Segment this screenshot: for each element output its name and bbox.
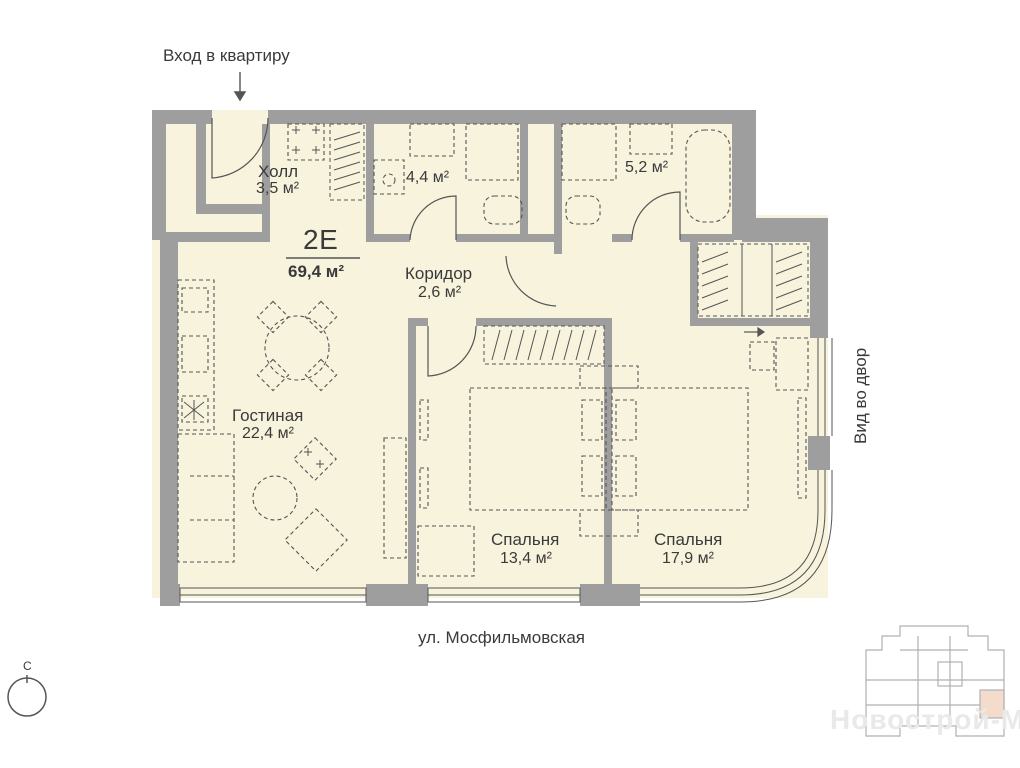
- entrance-label: Вход в квартиру: [163, 46, 290, 65]
- bedroom1-area: 13,4 м²: [500, 550, 552, 567]
- unit-total-area: 69,4 м²: [288, 262, 345, 281]
- outer-walls: [152, 110, 830, 606]
- door-direction-arrow: [744, 326, 766, 338]
- windows: [179, 338, 833, 603]
- furniture: [177, 123, 809, 577]
- bedroom2-name: Спальня: [654, 530, 723, 549]
- wardrobes: [329, 123, 809, 365]
- unit-code: 2E: [303, 224, 339, 255]
- street-label: ул. Мосфильмовская: [418, 628, 586, 647]
- hall-area: 3,5 м²: [256, 180, 300, 197]
- bath1-area: 4,4 м²: [406, 169, 450, 186]
- compass-icon: [7, 675, 47, 717]
- floor-fill: [152, 110, 828, 598]
- watermark: Новострой-М: [830, 704, 1020, 735]
- fixture-markers: [183, 126, 324, 468]
- corridor-name: Коридор: [405, 264, 473, 283]
- entrance-arrow: [233, 72, 247, 102]
- bedroom2-area: 17,9 м²: [662, 550, 714, 567]
- hall-name: Холл: [258, 162, 299, 181]
- living-name: Гостиная: [232, 406, 304, 425]
- building-minimap-icon: [865, 625, 1005, 737]
- bedroom1-name: Спальня: [491, 530, 560, 549]
- view-label: Вид во двор: [851, 347, 870, 444]
- bath2-area: 5,2 м²: [625, 159, 669, 176]
- corridor-area: 2,6 м²: [418, 284, 462, 301]
- door-swings: [211, 117, 681, 377]
- compass-label: С: [23, 659, 32, 673]
- living-area: 22,4 м²: [242, 425, 294, 442]
- interior-walls: [160, 118, 810, 586]
